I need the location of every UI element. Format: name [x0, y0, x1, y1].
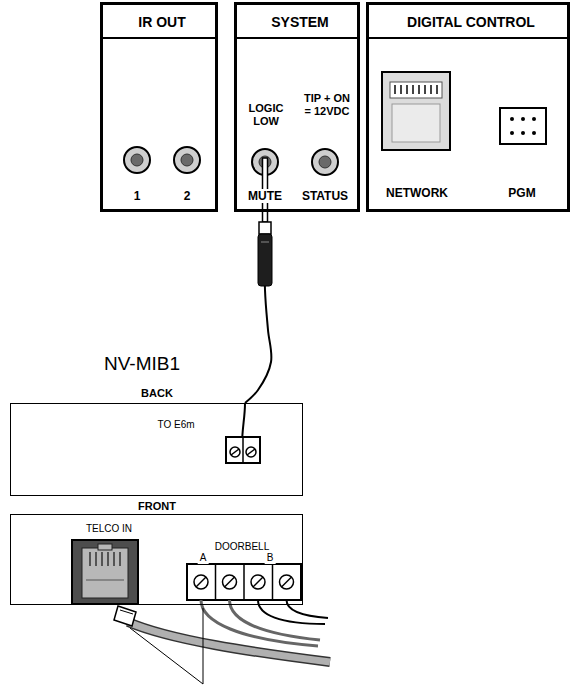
- jack-name: MUTE: [246, 189, 284, 203]
- terminal-name: A: [198, 552, 209, 564]
- port-name: TELCO IN: [86, 523, 132, 535]
- jack-socket: [124, 147, 338, 175]
- jack-name: STATUS: [300, 189, 350, 203]
- terminal-name: B: [265, 552, 276, 564]
- module-side: FRONTTELCO INDOORBELL: [10, 514, 303, 605]
- pgm-header: [500, 108, 546, 144]
- signal-note: LOGIC LOW: [241, 102, 291, 128]
- header-rule: [100, 37, 570, 39]
- panel-box: DIGITAL CONTROL: [366, 2, 570, 212]
- port-name: PGM: [506, 186, 537, 200]
- terminal-block: [187, 564, 301, 600]
- network-jack: [382, 72, 450, 150]
- side-heading: FRONT: [138, 500, 176, 513]
- mono-plug: [258, 158, 272, 286]
- panel-box: IR OUT: [100, 2, 218, 212]
- module-side: BACKTO E6m: [10, 403, 303, 496]
- panel-title: IR OUT: [138, 14, 185, 30]
- signal-note: TIP + ON = 12VDC: [302, 92, 352, 118]
- port-name: DOORBELL: [215, 541, 269, 553]
- doorbell-wire: [201, 600, 328, 646]
- leader-line: [130, 608, 203, 684]
- panel-title: SYSTEM: [271, 14, 329, 30]
- jack-number: 2: [182, 189, 193, 203]
- port-name: TO E6m: [157, 419, 194, 431]
- side-heading: BACK: [141, 387, 173, 400]
- phone-cable: [114, 606, 330, 662]
- terminal-block: [226, 437, 260, 463]
- panel-title: DIGITAL CONTROL: [407, 14, 535, 30]
- port-name: NETWORK: [384, 186, 450, 200]
- cable: [245, 212, 271, 403]
- jack-number: 1: [132, 189, 143, 203]
- rj-jack: [72, 540, 138, 604]
- model-name: NV-MIB1: [102, 353, 182, 375]
